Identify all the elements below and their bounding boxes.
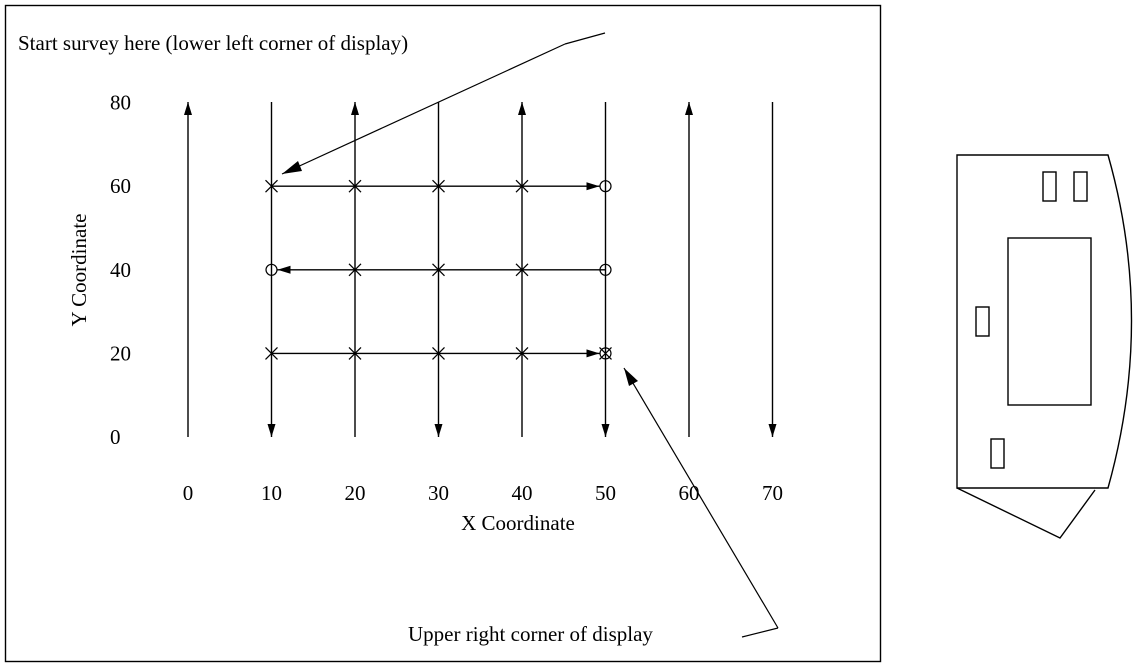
device-handle	[956, 487, 1096, 539]
device-body	[956, 154, 1133, 489]
cross-marker	[348, 346, 362, 360]
cross-marker	[265, 346, 278, 360]
end-annotation-arrow	[623, 367, 779, 638]
end-annotation: Upper right corner of display	[408, 622, 653, 646]
y-tick-label: 60	[110, 174, 131, 198]
device-display	[1007, 237, 1092, 406]
cross-marker	[432, 263, 445, 277]
cross-marker	[515, 263, 529, 277]
circle-marker	[599, 347, 612, 360]
arrowhead-up	[351, 102, 359, 115]
x-axis-label: X Coordinate	[461, 511, 575, 535]
arrowhead-up	[184, 102, 192, 115]
diagram-frame	[4, 4, 882, 663]
arrowhead-up	[685, 102, 693, 115]
circle-marker	[599, 180, 612, 193]
y-tick-label: 20	[110, 341, 131, 365]
x-tick-label: 0	[183, 481, 194, 505]
arrowhead-down	[434, 424, 443, 437]
start-annotation: Start survey here (lower left corner of …	[18, 31, 408, 55]
device-button	[990, 438, 1005, 469]
x-tick-label: 30	[428, 481, 449, 505]
arrowhead-down	[601, 424, 610, 437]
cross-marker	[515, 346, 529, 360]
cross-marker	[515, 179, 529, 193]
circle-marker	[599, 263, 612, 276]
arrowhead-down	[267, 424, 276, 437]
y-axis-label: Y Coordinate	[67, 214, 91, 327]
arrowhead-right	[586, 349, 600, 358]
device-button	[975, 306, 990, 337]
y-tick-label: 80	[110, 91, 131, 115]
x-tick-label: 10	[261, 481, 282, 505]
x-tick-label: 70	[762, 481, 783, 505]
x-tick-label: 50	[595, 481, 616, 505]
start-annotation-arrow	[281, 32, 606, 175]
y-tick-labels: 0 20 40 60 80	[110, 91, 131, 449]
cross-marker	[348, 263, 362, 277]
handheld-device-sketch	[956, 154, 1133, 539]
survey-lines	[184, 102, 777, 437]
cross-marker	[432, 179, 445, 193]
arrowhead-right	[586, 182, 600, 191]
arrowhead-down	[768, 424, 777, 437]
device-button	[1073, 171, 1088, 202]
y-tick-label: 40	[110, 258, 131, 282]
cross-marker	[432, 346, 445, 360]
cross-marker	[265, 179, 278, 193]
x-tick-label: 60	[679, 481, 700, 505]
y-tick-label: 0	[110, 425, 121, 449]
device-button	[1042, 171, 1057, 202]
cross-marker	[348, 179, 362, 193]
arrowhead-left	[277, 265, 291, 274]
x-tick-label: 20	[345, 481, 366, 505]
arrowhead-up	[518, 102, 526, 115]
circle-marker	[265, 263, 278, 276]
x-tick-label: 40	[512, 481, 533, 505]
